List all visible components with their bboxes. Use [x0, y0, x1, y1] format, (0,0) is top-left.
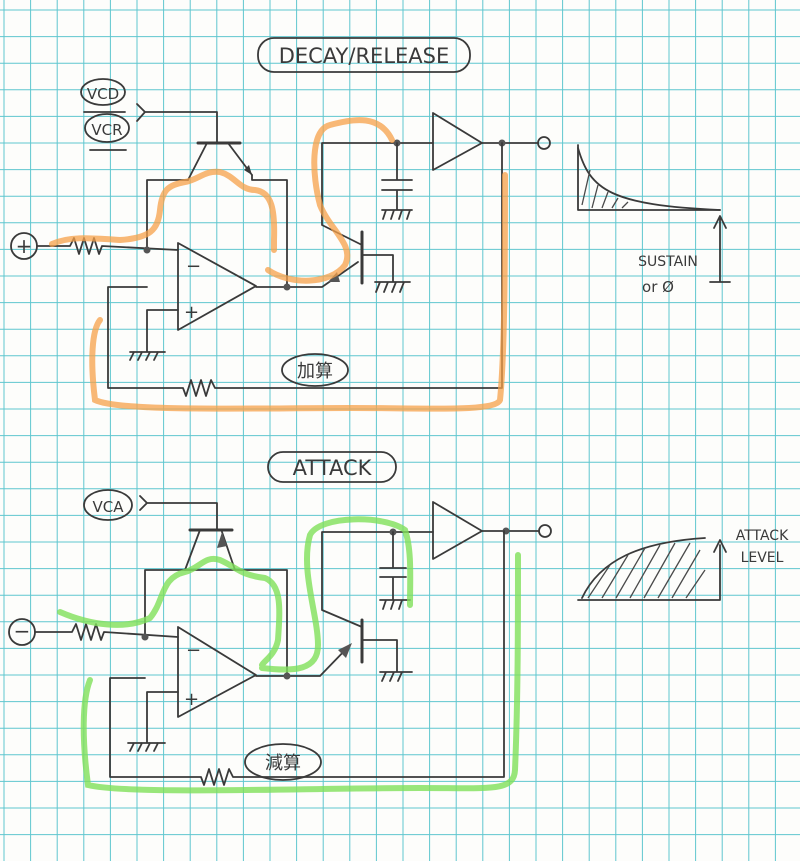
control-wire — [136, 103, 218, 144]
sustain-label: SUSTAIN — [638, 254, 698, 270]
vca-input-circle — [83, 489, 133, 521]
decay-release-circuit: DECAY/RELEASE VCD VCR + − + 加算 — [10, 37, 731, 412]
transistor-wiring — [321, 142, 434, 293]
vcr-input-circle — [84, 113, 130, 143]
attack-level-label-line2: LEVEL — [741, 550, 784, 566]
input-symbol: − — [14, 619, 31, 643]
emitter-arrow-icon — [338, 643, 352, 658]
feedback-label: 減算 — [265, 753, 301, 774]
capacitor-icon — [381, 142, 413, 220]
sustain-or-zero-label: or Ø — [642, 278, 674, 296]
junction-dot — [283, 672, 291, 680]
transistor-wiring — [321, 531, 434, 682]
input-resistor — [36, 237, 179, 255]
capacitor-icon — [379, 531, 411, 610]
junction-dot — [283, 283, 291, 291]
vcr-label: VCR — [91, 121, 122, 139]
opamp-triangle — [177, 242, 257, 331]
attack-title-box — [267, 451, 397, 483]
feedback-resistor-path — [109, 530, 505, 786]
junction-dot — [143, 246, 151, 254]
opamp-plus: + — [184, 302, 199, 323]
opamp-plus: + — [184, 689, 199, 710]
decay-waveform — [577, 144, 731, 283]
decay-title: DECAY/RELEASE — [279, 44, 450, 68]
feedback-label: 加算 — [297, 361, 333, 382]
decay-title-box — [257, 37, 471, 73]
decay-current-path-highlight — [49, 117, 508, 412]
attack-circuit: ATTACK VCA − − + 減算 — [8, 451, 789, 794]
wire — [146, 174, 288, 288]
sustain-arrow-icon — [709, 215, 731, 283]
input-resistor — [34, 623, 179, 641]
opamp-triangle — [177, 626, 257, 718]
input-symbol: + — [16, 234, 33, 258]
control-wire — [139, 495, 218, 531]
vcd-input-circle — [80, 78, 126, 106]
feedback-label-circle — [281, 353, 349, 387]
attack-level-arrow-icon — [713, 539, 727, 553]
opamp-minus: − — [186, 256, 201, 277]
ground-icon — [129, 309, 179, 361]
attack-waveform — [577, 537, 727, 601]
buffer-amplifier — [432, 501, 483, 560]
ground-icon — [127, 691, 179, 752]
junction-dot — [141, 633, 149, 641]
opamp-minus: − — [186, 640, 201, 661]
vcd-label: VCD — [87, 85, 119, 103]
emitter-arrow-icon — [244, 165, 252, 175]
emitter-arrow-icon — [217, 532, 227, 548]
feedback-label-circle — [244, 743, 322, 781]
attack-level-label-line1: ATTACK — [736, 528, 789, 544]
output-wire — [255, 644, 351, 677]
output-terminal — [537, 136, 551, 150]
attack-current-path-highlight — [57, 516, 521, 794]
buffer-amplifier — [432, 112, 483, 171]
feedback-resistor-path — [107, 142, 503, 397]
output-wire — [255, 261, 359, 288]
wire — [144, 569, 288, 678]
output-terminal — [538, 524, 552, 538]
vca-label: VCA — [93, 498, 125, 516]
attack-title: ATTACK — [293, 456, 373, 480]
